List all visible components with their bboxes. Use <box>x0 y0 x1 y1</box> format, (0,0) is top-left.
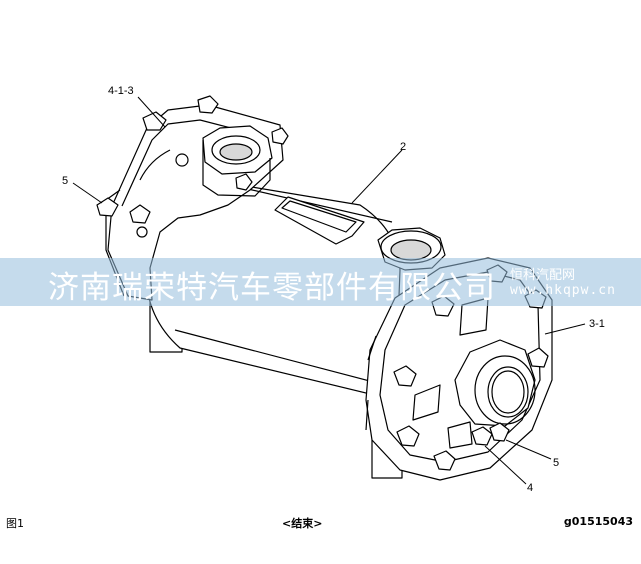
callout-2: 2 <box>400 141 406 153</box>
graphic-code: g01515043 <box>563 515 633 528</box>
watermark-site-name: 恒科汽配网 <box>510 268 576 283</box>
callout-4: 4 <box>527 482 533 494</box>
bolt-left-2 <box>129 204 151 224</box>
figure-footer: 图1 <结束> g01515043 <box>0 511 641 533</box>
bolt-right-7 <box>433 450 456 471</box>
bolt-right-4 <box>527 347 549 368</box>
oil-cooler-drawing: 4-1-3 2 5 3-1 5 4 <box>62 85 605 494</box>
callout-5-left: 5 <box>62 175 68 187</box>
bolt-left-5 <box>235 173 253 191</box>
bolt-right-5 <box>393 365 417 387</box>
watermark-band <box>0 258 641 306</box>
figure-number: 图1 <box>6 517 24 530</box>
bolt-left-4 <box>271 127 289 145</box>
bolt-left-1 <box>96 197 119 217</box>
name-plate <box>274 196 365 245</box>
watermark-site-url: www.hkqpw.cn <box>510 283 616 298</box>
callout-4-1-3: 4-1-3 <box>108 85 134 97</box>
bolt-right-8 <box>471 426 493 446</box>
callout-3-1: 3-1 <box>589 318 605 330</box>
watermark-company: 济南瑞荣特汽车零部件有限公司 <box>48 270 496 306</box>
callout-5-right: 5 <box>553 457 559 469</box>
end-marker: <结束> <box>282 517 323 530</box>
bolt-right-9 <box>489 422 510 442</box>
bolt-left-3 <box>197 95 219 114</box>
bolt-right-6 <box>396 425 420 447</box>
